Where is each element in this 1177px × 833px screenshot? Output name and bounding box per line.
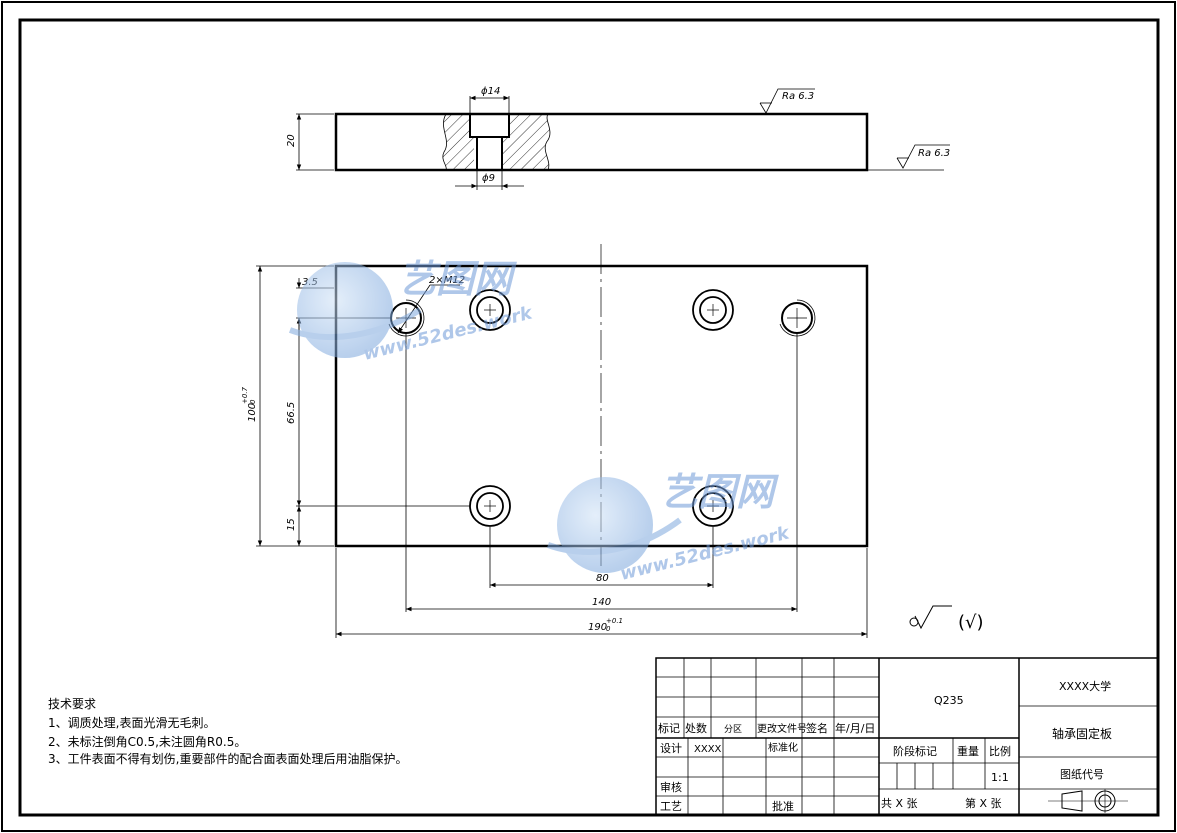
weight-label: 重量	[957, 744, 979, 758]
review-label: 审核	[660, 780, 682, 794]
counterbore-hole-top-left	[469, 289, 511, 331]
col-signature: 签名	[806, 721, 828, 735]
scale-label: 比例	[989, 744, 1011, 758]
sheet-number: 第 X 张	[965, 796, 1002, 810]
svg-text:+0.1: +0.1	[606, 617, 623, 625]
svg-text:+0.7: +0.7	[241, 386, 249, 404]
process-label: 工艺	[660, 800, 682, 813]
dim-width-overall: 190 +0.1 0	[588, 617, 623, 633]
scale-value: 1:1	[991, 771, 1009, 784]
stage-label: 阶段标记	[893, 744, 937, 758]
col-zone: 分区	[724, 724, 742, 735]
material-label: Q235	[934, 694, 964, 707]
roughness-bottom-label: Ra 6.3	[918, 148, 950, 159]
dim-middle: 66.5	[286, 402, 297, 424]
surface-finish-note: (√)	[958, 612, 984, 633]
dim-through-hole-diameter: ϕ9	[482, 173, 495, 184]
tech-req-item: 3、工件表面不得有划伤,重要部件的配合面表面处理后用油脂保护。	[48, 751, 407, 766]
svg-text:0: 0	[249, 399, 257, 404]
standard-label: 标准化	[768, 741, 798, 754]
title-block-text: Q235 XXXX大学 轴承固定板 图纸代号 标记 处数 分区 更改文件号 签名…	[658, 679, 1128, 813]
design-value: XXXX	[694, 744, 722, 755]
projection-symbol-icon	[1048, 789, 1128, 813]
watermark-logo: 艺图网 www.52des.work	[546, 470, 792, 585]
inner-frame	[18, 18, 1160, 817]
col-change-doc: 更改文件号	[757, 722, 807, 735]
approve-label: 批准	[772, 799, 794, 813]
roughness-top-label: Ra 6.3	[782, 91, 814, 102]
section-hatch-right	[503, 114, 550, 170]
plan-view: 2×M12 3.5 66.5 15 100 +0.7 0 8	[241, 244, 869, 638]
counterbore-hole-bottom-right	[692, 485, 734, 527]
side-view-outline	[334, 112, 869, 172]
dim-counterbore-diameter: ϕ14	[481, 86, 500, 97]
part-name: 轴承固定板	[1052, 726, 1112, 741]
general-surface-finish: (√)	[909, 605, 984, 633]
side-view: ϕ14 ϕ9 20 Ra 6.3 Ra 6.3	[286, 86, 950, 190]
school-name: XXXX大学	[1059, 679, 1111, 693]
roughness-symbol-top	[759, 88, 815, 114]
design-label: 设计	[660, 742, 682, 755]
dim-hole-spacing-140: 140	[592, 597, 611, 608]
roughness-symbol-bottom	[896, 144, 950, 169]
tech-requirements: 技术要求 1、调质处理,表面光滑无毛刺。 2、未标注倒角C0.5,未注圆角R0.…	[48, 697, 407, 766]
watermark-brand: 艺图网	[660, 470, 779, 514]
svg-text:190: 190	[588, 622, 607, 633]
col-count: 处数	[685, 722, 707, 735]
counterbore-hole-bottom-left	[469, 485, 511, 527]
counterbore-hole-top-right	[692, 289, 734, 331]
dim-hole-spacing-80: 80	[596, 573, 609, 584]
svg-text:100: 100	[247, 403, 258, 422]
dim-bottom: 15	[286, 518, 297, 531]
threaded-hole-right	[779, 299, 816, 337]
col-date: 年/月/日	[835, 721, 875, 735]
sheets-total: 共 X 张	[881, 797, 918, 810]
col-mark: 标记	[658, 721, 680, 735]
title-block	[655, 657, 1159, 816]
dim-height-overall: 100 +0.7 0	[241, 386, 258, 422]
drawing-code-label: 图纸代号	[1060, 768, 1104, 781]
svg-text:0: 0	[606, 625, 611, 633]
dim-thickness: 20	[286, 134, 297, 147]
section-hatch-left	[442, 114, 474, 170]
tech-req-title: 技术要求	[48, 697, 96, 711]
dim-thread-callout: 2×M12	[429, 275, 465, 286]
watermark-brand: 艺图网	[398, 257, 517, 301]
tech-req-item: 1、调质处理,表面光滑无毛刺。	[48, 716, 215, 730]
tech-req-item: 2、未标注倒角C0.5,未注圆角R0.5。	[48, 734, 246, 749]
